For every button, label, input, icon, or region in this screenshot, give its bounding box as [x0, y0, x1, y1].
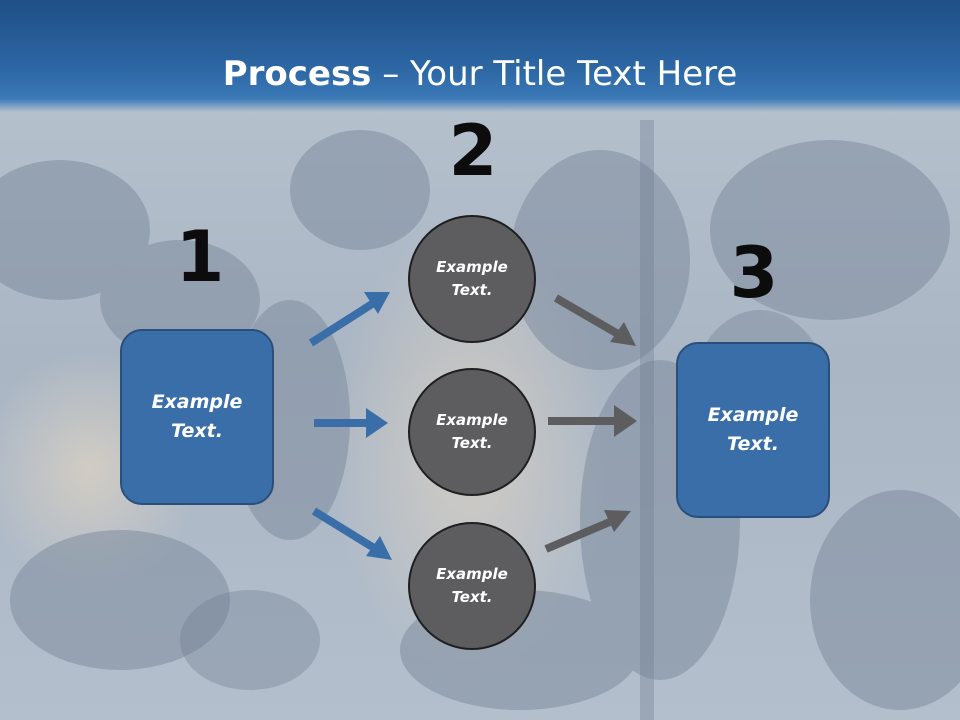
step-number-1: 1: [175, 216, 225, 298]
step-2-circle-bottom: Example Text.: [408, 522, 536, 650]
step-3-box: Example Text.: [676, 342, 830, 518]
step-1-label: Example Text.: [151, 391, 243, 442]
title-bold: Process: [222, 54, 372, 94]
circle-label-middle: Example Text.: [436, 411, 508, 452]
title-bar: [0, 0, 960, 112]
title-rest: – Your Title Text Here: [371, 54, 738, 94]
step-2-circle-middle: Example Text.: [408, 368, 536, 496]
circle-label-bottom: Example Text.: [436, 565, 508, 606]
step-3-label: Example Text.: [707, 404, 799, 455]
step-1-box: Example Text.: [120, 329, 274, 505]
circle-label-top: Example Text.: [436, 258, 508, 299]
step-number-3: 3: [729, 232, 779, 314]
slide-title: Process – Your Title Text Here: [0, 52, 960, 96]
step-2-circle-top: Example Text.: [408, 215, 536, 343]
step-number-2: 2: [448, 110, 498, 192]
